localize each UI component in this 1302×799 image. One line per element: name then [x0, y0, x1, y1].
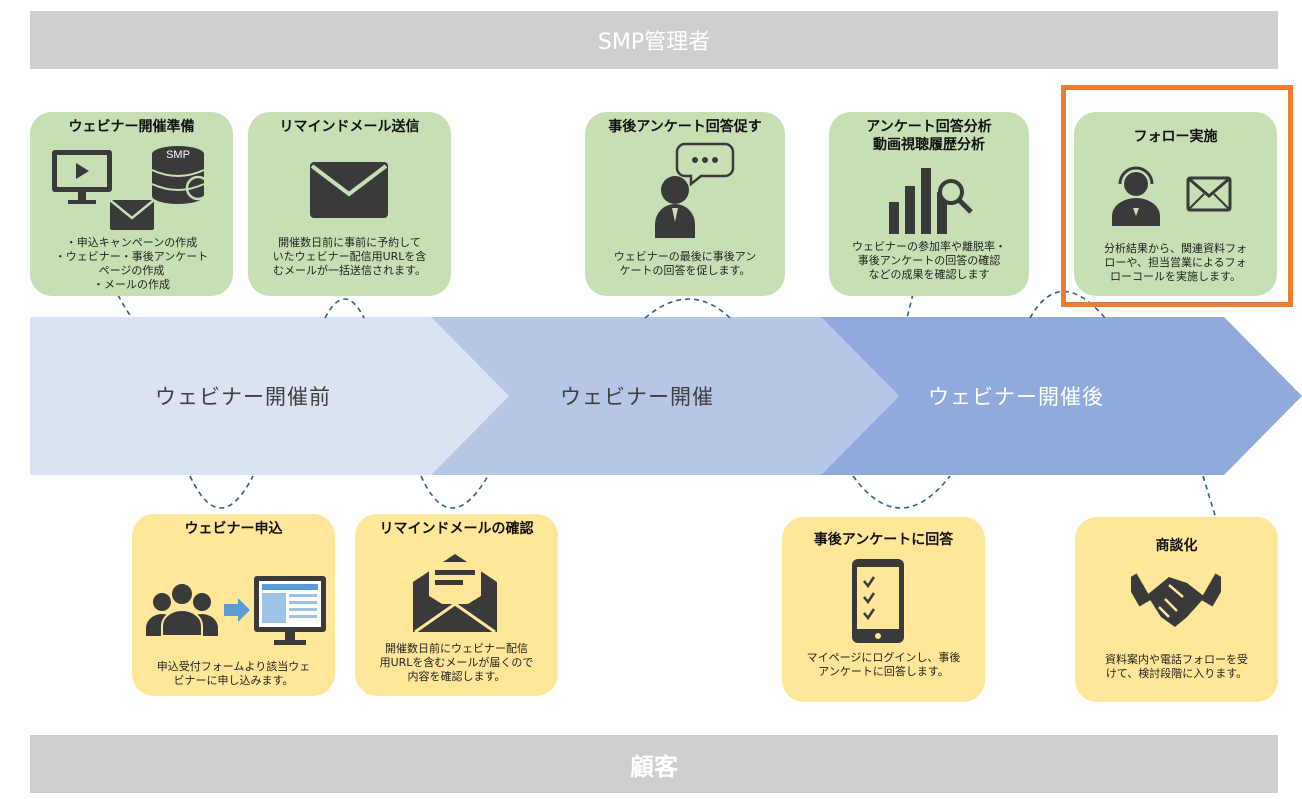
- admin-step-analysis: アンケート回答分析 動画視聴履歴分析 ウェビナーの参加率や離脱率・ 事後アンケー…: [829, 112, 1029, 296]
- step-title: ウェビナー開催準備: [68, 119, 195, 135]
- step-desc: 開催数日前にウェビナー配信 用URLを含むメールが届くので 内容を確認します。: [379, 642, 534, 683]
- operator-mail-icon: [1112, 166, 1232, 226]
- open-envelope-icon: [413, 554, 497, 632]
- admin-band: SMP管理者: [30, 11, 1278, 69]
- customer-step-remind-check: リマインドメールの確認 開催数日前にウェビナー配信 用URLを含むメールが届くの…: [355, 514, 558, 696]
- admin-band-label: SMP管理者: [597, 30, 711, 55]
- phase-arrow-before: [30, 317, 509, 475]
- phase-arrow-after: [821, 317, 1302, 475]
- step-title: リマインドメールの確認: [379, 521, 534, 537]
- speaker-person-icon: [655, 142, 735, 238]
- customer-step-negotiation: 商談化 資料案内や電話フォローを受 けて、検討段階に入ります。: [1075, 517, 1278, 702]
- step-desc: 分析結果から、関連資料フォ ローや、担当営業によるフォ ローコールを実施します。: [1104, 242, 1247, 283]
- admin-step-survey-prompt: 事後アンケート回答促す ウェビナーの最後に事後アン ケートの回答を促します。: [585, 112, 785, 296]
- step-title: フォロー実施: [1133, 129, 1218, 145]
- customer-step-survey-answer: 事後アンケートに回答 マイページにログインし、事後 アンケートに回答します。: [782, 517, 985, 702]
- customer-band: 顧客: [30, 735, 1278, 793]
- admin-step-webinar-prep: ウェビナー開催準備 SMP ・申込キャンペーンの作成 ・ウェビナー・事後アンケー…: [30, 112, 233, 296]
- step-title: 事後アンケートに回答: [813, 532, 954, 548]
- step-title: リマインドメール送信: [279, 119, 420, 135]
- step-desc: ウェビナーの参加率や離脱率・ 事後アンケートの回答の確認 などの成果を確認します: [852, 240, 1006, 281]
- monitor-db-mail-icon: SMP: [52, 146, 211, 230]
- users-arrow-monitor-icon: [146, 576, 326, 645]
- phase-arrow-during: [431, 317, 899, 475]
- step-desc: マイページにログインし、事後 アンケートに回答します。: [806, 651, 961, 678]
- phase-label-before: ウェビナー開催前: [155, 385, 331, 409]
- smp-badge: SMP: [166, 149, 190, 161]
- step-title: 事後アンケート回答促す: [608, 119, 762, 135]
- customer-step-apply: ウェビナー申込 申込受付フォームより該当ウェ ビナーに申し込みます。: [132, 514, 335, 696]
- step-title: アンケート回答分析 動画視聴履歴分析: [866, 119, 992, 153]
- admin-step-follow-up: フォロー実施 分析結果から、関連資料フォ ローや、担当営業によるフォ ローコール…: [1074, 112, 1277, 296]
- handshake-icon: [1131, 573, 1221, 627]
- step-desc: ・申込キャンペーンの作成 ・ウェビナー・事後アンケート ページの作成 ・メールの…: [54, 236, 209, 291]
- step-desc: 資料案内や電話フォローを受 けて、検討段階に入ります。: [1105, 653, 1248, 680]
- phase-label-after: ウェビナー開催後: [928, 385, 1104, 409]
- highlight-frame: [1061, 85, 1293, 307]
- bar-chart-magnifier-icon: [889, 168, 973, 234]
- step-desc: ウェビナーの最後に事後アン ケートの回答を促します。: [613, 250, 757, 277]
- step-desc: 申込受付フォームより該当ウェ ビナーに申し込みます。: [156, 660, 311, 687]
- step-desc: 開催数日前に事前に予約して いたウェビナー配信用URLを含 むメールが一括送信さ…: [272, 236, 427, 277]
- customer-band-label: 顧客: [630, 752, 678, 781]
- envelope-icon: [310, 162, 388, 218]
- phone-checklist-icon: [852, 559, 904, 643]
- step-title: ウェビナー申込: [184, 521, 283, 537]
- admin-step-remind-send: リマインドメール送信 開催数日前に事前に予約して いたウェビナー配信用URLを含…: [248, 112, 451, 296]
- phase-label-during: ウェビナー開催: [560, 385, 714, 409]
- step-title: 商談化: [1155, 538, 1198, 554]
